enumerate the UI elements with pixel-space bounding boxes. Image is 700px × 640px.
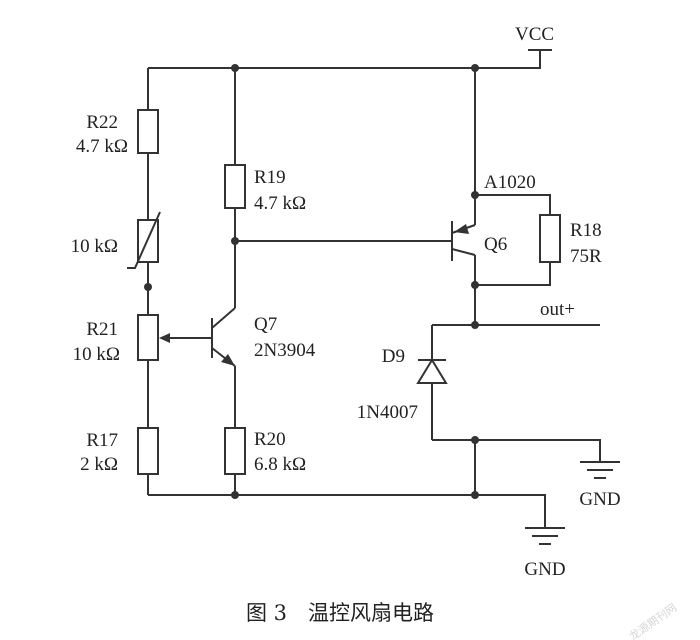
d9-name: D9 (382, 346, 405, 367)
wires (147, 49, 601, 528)
r22-name: R22 (86, 112, 118, 133)
r17-name: R17 (86, 430, 118, 451)
wiper-arrow (159, 333, 170, 343)
transistor-q7 (211, 307, 236, 367)
q6-part: A1020 (484, 172, 536, 193)
vcc-label: VCC (515, 24, 554, 45)
emitter-arrow (221, 354, 235, 366)
r20-name: R20 (254, 429, 286, 450)
q6-name: Q6 (484, 234, 507, 255)
r21-name: R21 (86, 319, 118, 340)
figure-caption: 图 3 温控风扇电路 (246, 601, 434, 625)
r19-name: R19 (254, 167, 286, 188)
out-label: out+ (540, 299, 575, 320)
emitter-arrow (454, 224, 469, 234)
resistor-r20 (224, 427, 246, 475)
gnd-bottom-label: GND (524, 559, 565, 580)
gnd-right-label: GND (579, 489, 620, 510)
r18-value: 75R (570, 246, 602, 267)
diode-d9 (416, 358, 448, 384)
r21-value: 10 kΩ (73, 344, 120, 365)
thermistor (127, 211, 161, 269)
r22-value: 4.7 kΩ (76, 136, 128, 157)
resistor-r17 (137, 427, 159, 475)
d9-part: 1N4007 (357, 402, 418, 423)
ground-symbol-bottom (525, 527, 565, 545)
q7-name: Q7 (254, 314, 277, 335)
resistor-r18 (539, 214, 561, 263)
r17-value: 2 kΩ (80, 454, 118, 475)
r19-value: 4.7 kΩ (254, 193, 306, 214)
watermark: 龙源期刊网 (626, 600, 679, 640)
junction-dots (144, 64, 479, 499)
transistor-q6 (451, 221, 476, 261)
ground-symbol-right (580, 461, 620, 479)
r18-name: R18 (570, 220, 602, 241)
r20-value: 6.8 kΩ (254, 454, 306, 475)
q7-part: 2N3904 (254, 340, 316, 361)
thermistor-value: 10 kΩ (71, 236, 118, 257)
resistor-r19 (224, 164, 246, 209)
potentiometer-r21 (137, 314, 212, 361)
resistor-r22 (137, 109, 159, 154)
